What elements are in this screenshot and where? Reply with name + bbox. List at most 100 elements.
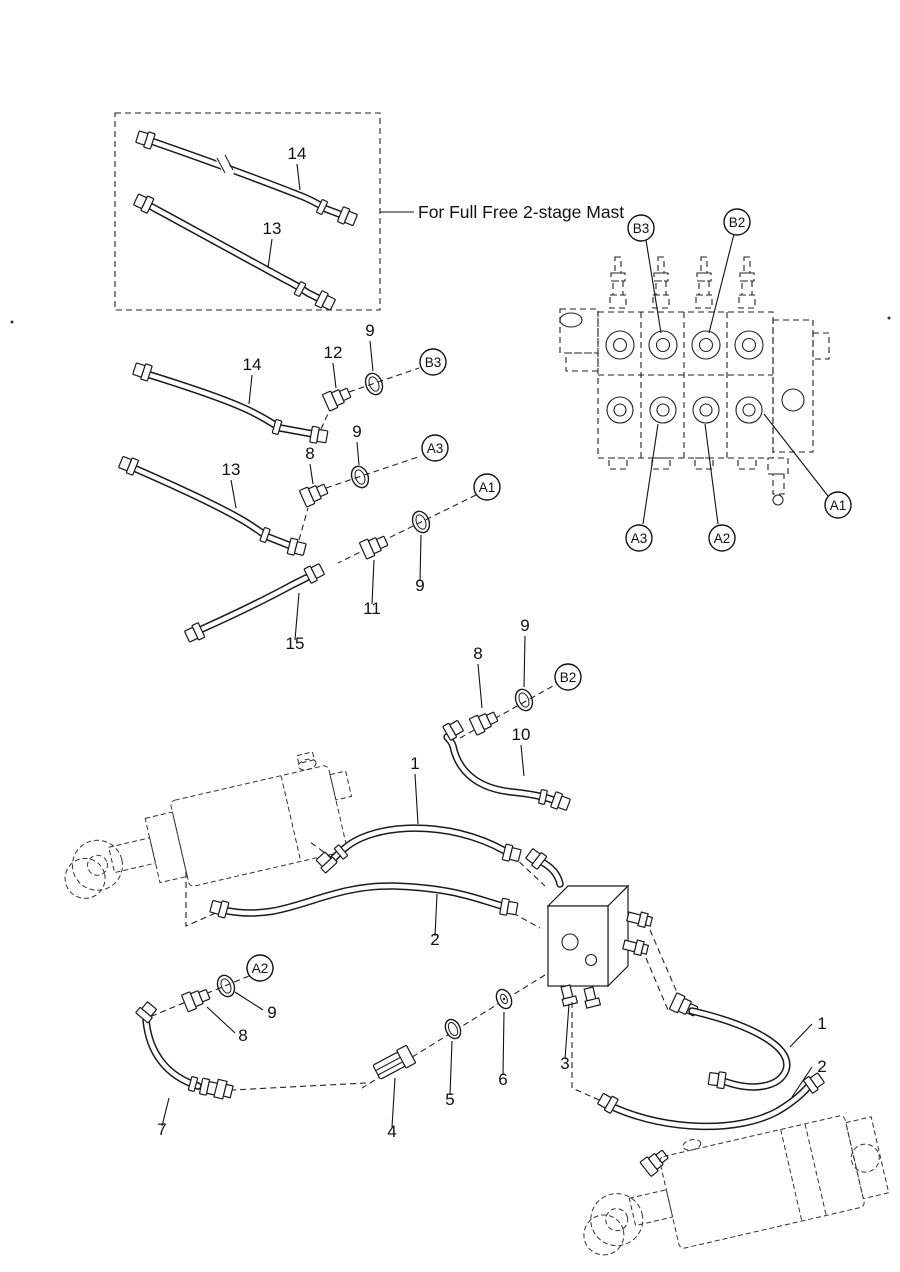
hose-row-B3: B3 14 12 9 — [131, 321, 447, 446]
hose-row-B2: B2 8 9 10 — [442, 616, 582, 813]
hose-end-nut — [314, 290, 337, 313]
note-full-free-mast: For Full Free 2-stage Mast — [418, 202, 624, 222]
stray-mark — [10, 320, 14, 324]
hose-end-nut — [135, 999, 159, 1024]
port-callout-A1-valve: A1 — [763, 413, 852, 519]
leader-line — [294, 592, 300, 641]
leader-line — [564, 1003, 570, 1060]
fitting-12 — [321, 383, 354, 412]
part-label-12: 12 — [324, 343, 343, 362]
part-label-2: 2 — [430, 930, 439, 949]
part-label-1: 1 — [817, 1014, 826, 1033]
hose-end-hex — [213, 1078, 234, 1100]
fitting-8 — [298, 479, 331, 508]
hose-end-nut — [134, 128, 156, 150]
leader-line — [520, 744, 525, 777]
port-callout-B3-valve: B3 — [627, 214, 662, 334]
manifold-port-stub — [583, 986, 602, 1009]
part-label-11: 11 — [363, 599, 381, 618]
routing-line — [185, 872, 219, 927]
part-label-13: 13 — [263, 219, 282, 238]
port-callout-A3-valve: A3 — [625, 423, 659, 552]
part-label-9: 9 — [415, 576, 424, 595]
assembly-line — [649, 929, 683, 1005]
part-label-8: 8 — [305, 444, 314, 463]
leader-line — [332, 362, 337, 389]
oring-9 — [511, 686, 537, 714]
leader-line — [477, 663, 483, 709]
hose-end-nut — [501, 843, 523, 865]
leader-line — [391, 1077, 396, 1128]
part-label-9: 9 — [520, 616, 529, 635]
port-label-A1: A1 — [479, 480, 496, 495]
part-label-14: 14 — [288, 144, 307, 163]
port-callout-A1-line: A1 — [473, 473, 501, 501]
manifold-port-stub — [622, 939, 650, 957]
full-free-mast-box: 14 13 For Full Free 2-stage Mast — [114, 112, 624, 313]
hose-row-A2: A2 9 8 — [151, 954, 277, 1045]
hose-1-right: 1 — [668, 992, 827, 1091]
part-label-9: 9 — [267, 1003, 276, 1022]
part-label-9: 9 — [365, 321, 374, 340]
plug-6 — [495, 988, 513, 1010]
hose-row-A3: A3 13 8 9 — [117, 422, 449, 559]
part-label-1: 1 — [410, 754, 419, 773]
assembly-line — [348, 367, 420, 393]
assembly-line — [645, 957, 669, 1011]
hose-row-A1: A1 15 11 9 — [183, 473, 501, 653]
port-callout-A2-line: A2 — [246, 954, 274, 982]
leader-line — [502, 1011, 505, 1076]
assembly-line — [325, 455, 422, 489]
part-label-2: 2 — [817, 1057, 826, 1076]
hose-end-nut — [549, 791, 572, 813]
part-label-3: 3 — [560, 1054, 569, 1073]
assembly-line — [298, 507, 309, 541]
port-label-B3: B3 — [425, 355, 442, 370]
hose-2-right: 2 — [595, 1057, 827, 1131]
fitting-hose1 — [668, 992, 701, 1021]
part-label-8: 8 — [238, 1026, 247, 1045]
routing-line — [503, 907, 541, 929]
part-label-14: 14 — [243, 355, 262, 374]
leader-line — [371, 559, 375, 605]
bolt-4 — [372, 1044, 416, 1080]
port-label-A1: A1 — [830, 498, 847, 513]
leader-line — [161, 1097, 170, 1127]
port-label-B2: B2 — [560, 670, 577, 685]
leader-line — [791, 1066, 813, 1098]
valve-top-fittings — [609, 256, 756, 309]
assembly-line — [337, 494, 477, 564]
assembly-line — [571, 1002, 607, 1104]
oring-9 — [361, 370, 387, 398]
part-label-10: 10 — [512, 725, 531, 744]
part-label-13: 13 — [222, 460, 241, 479]
port-label-A2: A2 — [252, 961, 269, 976]
leader-line — [230, 479, 237, 509]
hose-13-box — [132, 191, 337, 313]
hose-1-left: 1 — [314, 754, 523, 874]
valve-bottom-caps — [608, 457, 789, 506]
part-label-7: 7 — [157, 1120, 166, 1139]
port-callout-B3-line: B3 — [419, 348, 447, 376]
assembly-line — [231, 1082, 367, 1091]
port-label-B3: B3 — [633, 221, 650, 236]
hose-end-nut — [499, 897, 519, 918]
fitting-8 — [468, 707, 501, 736]
leader-line — [419, 534, 422, 582]
manifold-block: 3 — [523, 846, 654, 1073]
tilt-cylinder-right — [583, 1115, 890, 1256]
leader-line — [789, 1023, 813, 1048]
washer-5 — [444, 1018, 462, 1040]
hose-14-box — [134, 128, 359, 229]
fitting-cylinder-inlet — [639, 1146, 672, 1178]
part-label-5: 5 — [445, 1090, 454, 1109]
hose-end-nut — [286, 537, 308, 559]
leader-line — [296, 163, 301, 191]
stray-mark — [887, 316, 891, 320]
port-label-A2: A2 — [714, 531, 731, 546]
leader-line — [206, 1006, 236, 1034]
port-label-A3: A3 — [427, 441, 444, 456]
leader-line — [369, 340, 374, 372]
port-label-B2: B2 — [729, 215, 746, 230]
